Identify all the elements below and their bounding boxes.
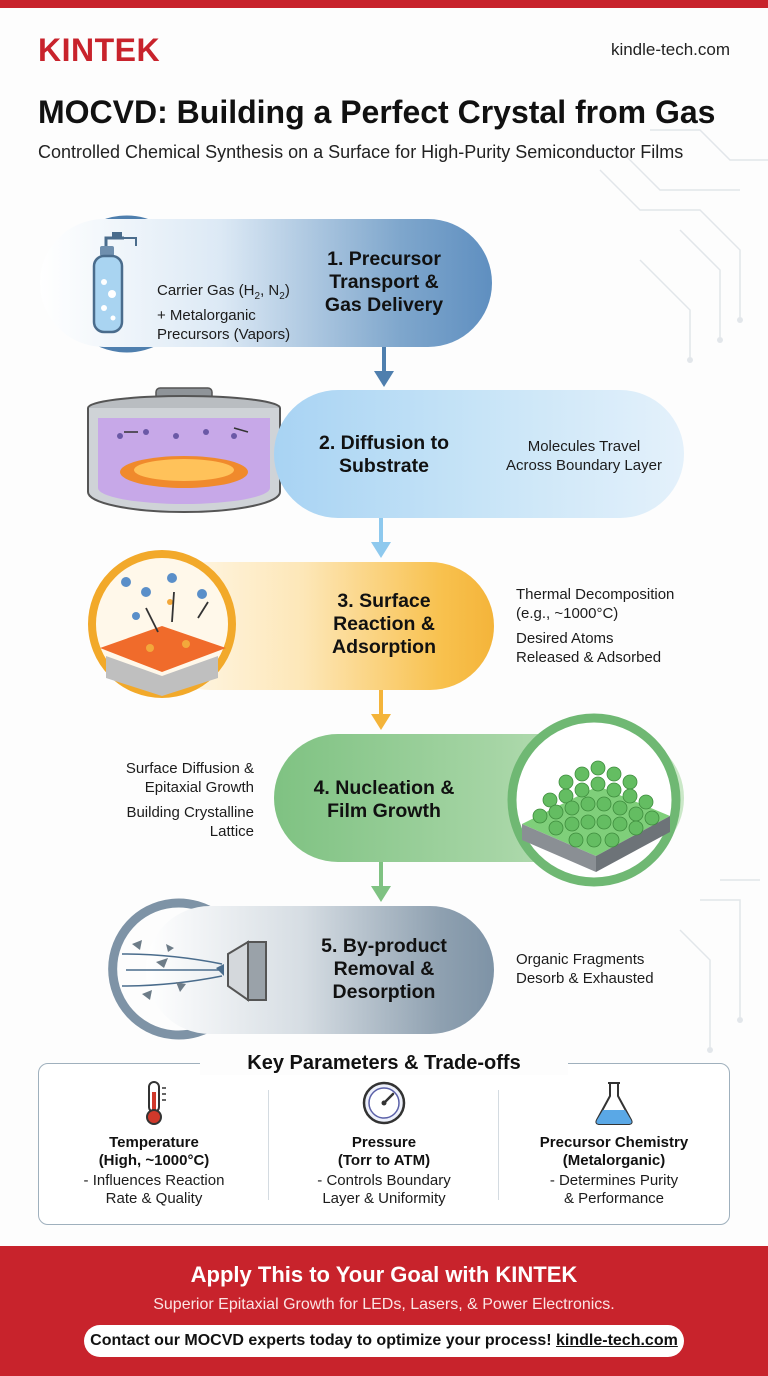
step1-note: Carrier Gas (H2, N2)+ Metalorganic Precu…: [157, 282, 291, 343]
param-divider-1: [268, 1090, 269, 1200]
step4-note-lattice: Building Crystalline Lattice: [126, 804, 254, 840]
page-subtitle: Controlled Chemical Synthesis on a Surfa…: [38, 142, 684, 162]
pressure-gauge-icon: [362, 1081, 406, 1125]
arrow-step1-to-2: [374, 347, 394, 389]
arrow-step3-to-4: [371, 690, 391, 732]
contact-cta-button[interactable]: Contact our MOCVD experts today to optim…: [84, 1325, 684, 1357]
key-parameters-title: Key Parameters & Trade-offs: [200, 1052, 568, 1075]
step3-note-adsorption: Desired Atoms Released & Adsorbed: [516, 630, 662, 666]
reactor-chamber-icon: [87, 387, 281, 513]
step5-title: 5. By-product Removal & Desorption: [321, 935, 447, 1003]
surface-reaction-icon: [88, 550, 236, 698]
flask-icon: [595, 1082, 633, 1125]
website-link[interactable]: kindle-tech.com: [610, 40, 730, 59]
step2-pill: [274, 390, 684, 518]
step5-note: Organic Fragments Desorb & Exhausted: [516, 951, 654, 987]
param-precursor-chemistry: Precursor Chemistry (Metalorganic) - Det…: [500, 1080, 728, 1208]
step2-title: 2. Diffusion to Substrate: [319, 432, 449, 477]
step4-note-diffusion: Surface Diffusion & Epitaxial Growth: [125, 760, 254, 796]
step2-note: Molecules Travel Across Boundary Layer: [506, 438, 662, 474]
step1-title: 1. Precursor Transport & Gas Delivery: [324, 248, 444, 316]
step4-title: 4. Nucleation & Film Growth: [313, 777, 455, 822]
param-divider-2: [498, 1090, 499, 1200]
exhaust-funnel-icon: [121, 940, 267, 1002]
footer-subline: Superior Epitaxial Growth for LEDs, Lase…: [153, 1296, 615, 1313]
footer-headline: Apply This to Your Goal with KINTEK: [190, 1262, 578, 1287]
page-title: MOCVD: Building a Perfect Crystal from G…: [38, 94, 716, 130]
step3-note-decomposition: Thermal Decomposition (e.g., ~1000°C): [516, 586, 675, 622]
kintek-logo: KINTEK: [38, 32, 161, 68]
arrow-step4-to-5: [371, 862, 391, 904]
param-pressure: Pressure (Torr to ATM) - Controls Bounda…: [270, 1080, 498, 1208]
arrow-step2-to-3: [371, 518, 391, 560]
crystal-lattice-icon: [507, 713, 681, 887]
step5-arc-decoration: [108, 898, 223, 1040]
param-temperature: Temperature (High, ~1000°C) - Influences…: [40, 1080, 268, 1208]
top-accent-bar: [0, 0, 768, 8]
cta-website-link[interactable]: kindle-tech.com: [556, 1332, 678, 1349]
thermometer-icon: [146, 1081, 166, 1125]
step3-title: 3. Surface Reaction & Adsorption: [332, 590, 436, 658]
gas-cylinder-icon: [92, 232, 137, 334]
